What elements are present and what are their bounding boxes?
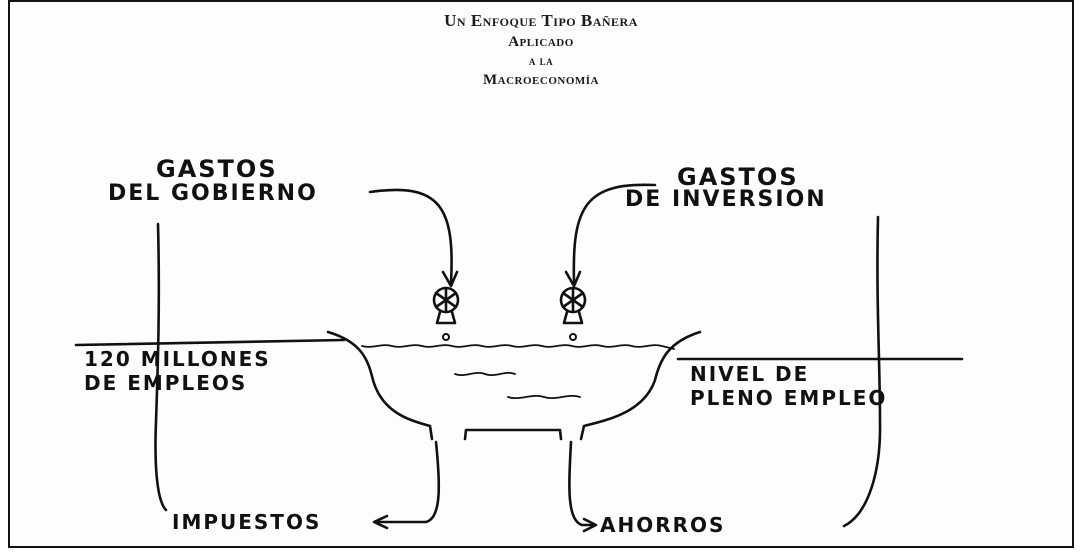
tub-right-wall <box>579 330 702 441</box>
investment-arrowhead <box>564 270 582 288</box>
gov-spending-arrowhead <box>441 270 459 288</box>
water-ripple-1 <box>454 371 516 377</box>
bathtub-diagram <box>74 183 964 533</box>
full-employment-label-line-1: NIVEL DE <box>690 362 810 386</box>
title-line-2: Aplicado <box>508 34 574 50</box>
title-line-1: Un Enfoque Tipo Bañera <box>444 11 638 30</box>
gov-faucet-icon <box>432 286 460 341</box>
title-line-3: a la <box>528 53 554 68</box>
gov-spending-arrow <box>368 188 453 284</box>
title-line-4: Macroeconomía <box>483 72 599 88</box>
right-loop-line <box>842 215 882 528</box>
investment-label-line-2: DE INVERSION <box>625 187 827 212</box>
employment-level-line <box>74 338 346 347</box>
tub-drain <box>463 428 563 441</box>
investment-faucet-icon <box>559 286 587 341</box>
gov-spending-label-line-2: DEL GOBIERNO <box>108 181 318 206</box>
savings-label: AHORROS <box>600 513 726 537</box>
taxes-label: IMPUESTOS <box>172 510 322 534</box>
full-employment-label-line-2: PLENO EMPLEO <box>690 386 888 410</box>
taxes-arrowhead <box>372 514 389 530</box>
water-ripple-2 <box>507 394 581 400</box>
investment-label-line-1: GASTOS <box>677 163 799 191</box>
tub-left-wall <box>326 330 434 441</box>
gov-spending-label-line-1: GASTOS <box>156 155 278 183</box>
employment-label-line-1: 120 MILLONES <box>84 347 271 371</box>
savings-arrow <box>568 440 595 527</box>
taxes-arrow <box>374 440 441 524</box>
savings-arrowhead <box>582 517 598 533</box>
diagram-frame: Un Enfoque Tipo Bañera Aplicado a la Mac… <box>8 0 1074 548</box>
investment-arrow <box>572 183 657 284</box>
left-loop-line <box>154 222 168 512</box>
employment-label-line-2: DE EMPLEOS <box>84 371 248 395</box>
water-surface <box>361 344 675 350</box>
